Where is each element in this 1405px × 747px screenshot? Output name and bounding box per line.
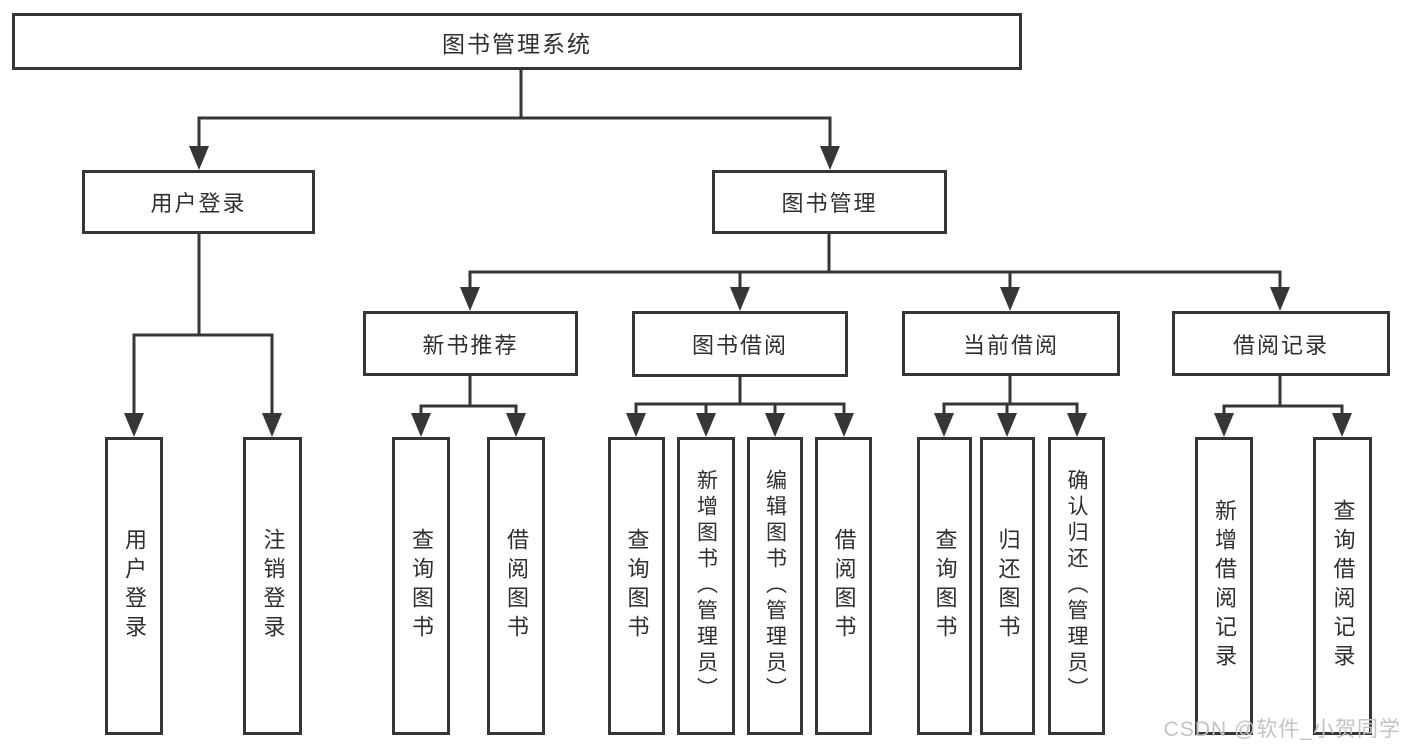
node-leaf-user-login: 用户登录 (105, 437, 163, 735)
arrowhead-leaf-bb-add (696, 413, 716, 437)
arrowhead-leaf-br-add (1214, 413, 1234, 437)
node-library-management-system: 图书管理系统 (12, 13, 1022, 70)
node-leaf-nb-borrow-books: 借阅图书 (487, 437, 545, 735)
node-leaf-br-add-record: 新增借阅记录 (1195, 437, 1253, 735)
arrowhead-leaf-bb-borrow (834, 413, 854, 437)
arrowhead-leaf-nb-borrow (506, 413, 526, 437)
arrowhead-leaf-br-query (1332, 413, 1352, 437)
node-new-book-recommend: 新书推荐 (363, 311, 578, 376)
node-leaf-logout-login: 注销登录 (243, 437, 302, 735)
node-leaf-nb-query-books: 查询图书 (392, 437, 450, 735)
arrowhead-leaf-nb-query (411, 413, 431, 437)
arrowhead-leaf-bb-query (626, 413, 646, 437)
connector-root-to-level2 (197, 68, 832, 154)
arrowhead-new-book-recommend (460, 287, 480, 311)
arrowhead-borrow-records (1270, 287, 1290, 311)
connector-newbook-to-leaves (419, 374, 518, 421)
node-leaf-bb-borrow-books: 借阅图书 (815, 437, 872, 735)
arrowhead-leaf-cb-return (997, 413, 1017, 437)
arrowhead-book-management (820, 146, 840, 170)
connector-borrowrecords-to-leaves (1222, 374, 1344, 421)
watermark: CSDN @软件_小贺同学 (1163, 718, 1401, 741)
node-leaf-bb-edit-books-admin: 编辑图书（管理员） (747, 437, 803, 735)
arrowhead-leaf-logout (262, 413, 282, 437)
node-leaf-br-query-record: 查询借阅记录 (1313, 437, 1372, 735)
connector-userlogin-to-leaves (132, 232, 274, 421)
node-leaf-cb-return-books: 归还图书 (980, 437, 1035, 735)
node-user-login: 用户登录 (82, 170, 315, 234)
node-borrow-records: 借阅记录 (1172, 311, 1390, 376)
arrowhead-book-borrow (730, 287, 750, 311)
arrowhead-leaf-user-login (124, 413, 144, 437)
arrowhead-user-login (189, 146, 209, 170)
node-leaf-cb-confirm-return-admin: 确认归还（管理员） (1048, 437, 1105, 735)
connector-bookborrow-to-leaves (634, 375, 846, 421)
arrowhead-leaf-bb-edit (765, 413, 785, 437)
arrowhead-current-borrow (1000, 287, 1020, 311)
connector-bookmgmt-to-level3 (468, 232, 1282, 295)
node-book-management: 图书管理 (712, 170, 947, 234)
node-book-borrow: 图书借阅 (632, 311, 848, 377)
node-leaf-cb-query-books: 查询图书 (917, 437, 972, 735)
node-leaf-bb-add-books-admin: 新增图书（管理员） (677, 437, 735, 735)
connector-currentborrow-to-leaves (942, 374, 1079, 421)
node-leaf-bb-query-books: 查询图书 (608, 437, 665, 735)
arrowhead-leaf-cb-confirm (1067, 413, 1087, 437)
node-current-borrow: 当前借阅 (902, 311, 1120, 376)
arrowhead-leaf-cb-query (934, 413, 954, 437)
